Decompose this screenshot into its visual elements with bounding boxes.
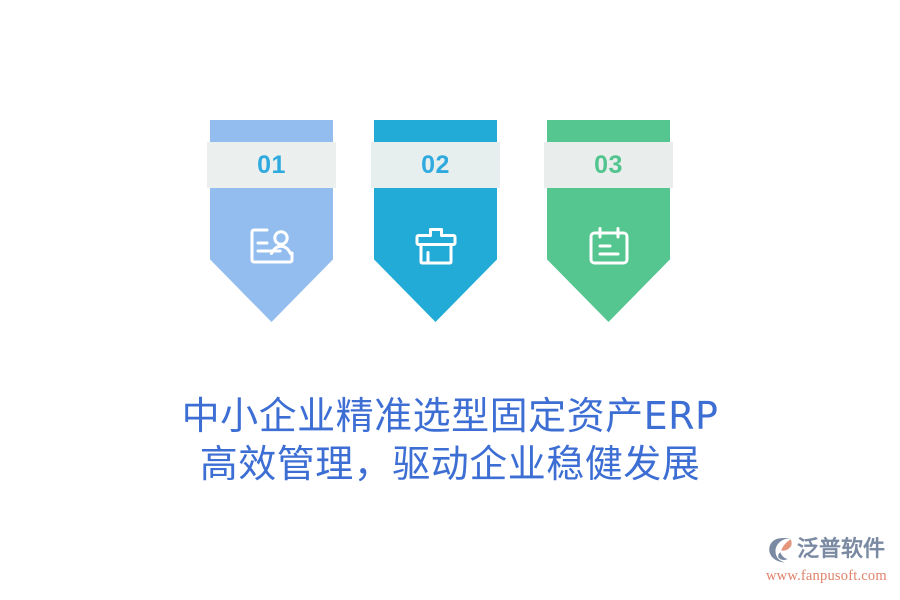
- banner-number-band: [207, 142, 336, 188]
- brand-logo[interactable]: 泛普软件 www.fanpusoft.com: [766, 534, 894, 588]
- logo-url: www.fanpusoft.com: [766, 568, 887, 584]
- banner-number-label: 02: [421, 151, 450, 179]
- contact-card-icon: [210, 216, 333, 276]
- banner-number-band: [371, 142, 500, 188]
- numbered-banner-group: 01 02 03: [0, 120, 900, 330]
- banner-step-02[interactable]: 02: [371, 120, 500, 322]
- logo-row: 泛普软件: [766, 534, 894, 566]
- banner-step-01[interactable]: 01: [207, 120, 336, 322]
- calendar-note-icon: [547, 216, 670, 276]
- headline-line-2: 高效管理，驱动企业稳健发展: [199, 442, 701, 486]
- banner-number-band: [544, 142, 673, 188]
- headline-line-1: 中小企业精准选型固定资产ERP: [181, 394, 719, 438]
- headline-block: 中小企业精准选型固定资产ERP 高效管理，驱动企业稳健发展: [0, 392, 900, 488]
- storefront-icon: [374, 216, 497, 276]
- logo-wordmark: 泛普软件: [797, 537, 886, 562]
- banner-number-label: 03: [594, 151, 623, 179]
- fanpu-swoosh-logo-icon: [766, 535, 796, 565]
- banner-step-03[interactable]: 03: [544, 120, 673, 322]
- banner-number-label: 01: [257, 151, 286, 179]
